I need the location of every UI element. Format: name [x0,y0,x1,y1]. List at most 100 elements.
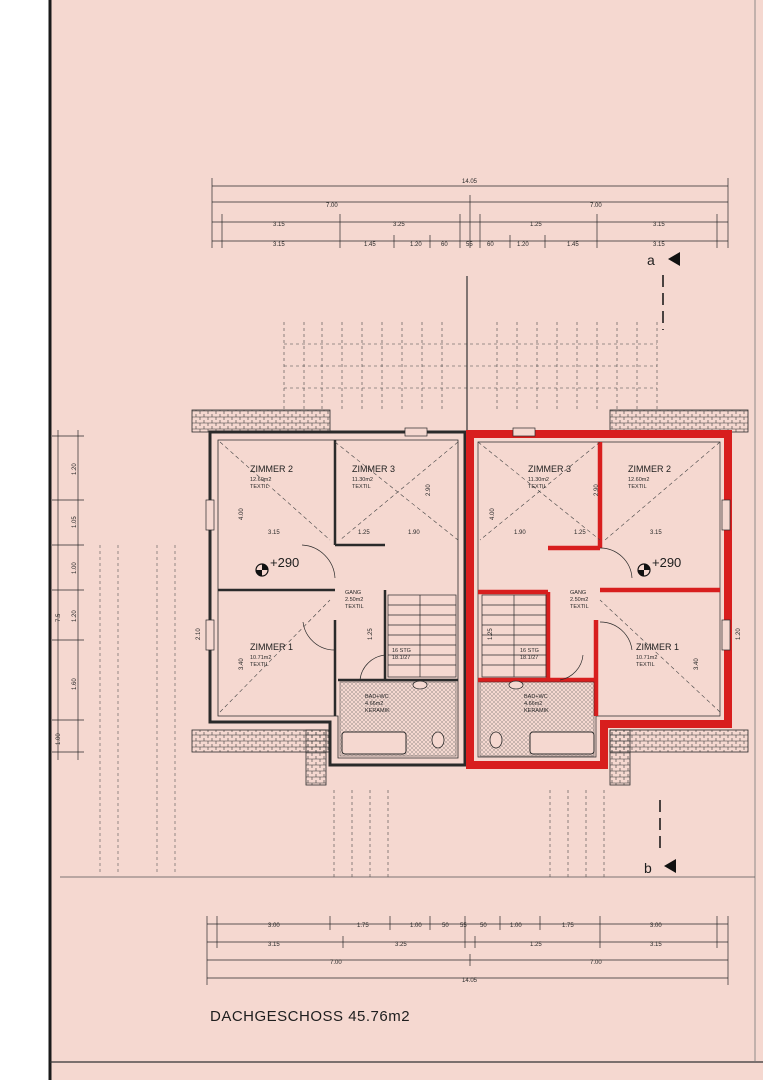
inner-dimension-labels: 4.00 3.15 1.25 1.90 2.90 3.40 4.00 3.15 … [196,484,742,670]
dim-top3-d: 60 [441,242,448,248]
room-right-zimmer2: ZIMMER 2 [628,464,671,474]
room-left-bad-area: 4.66m2 [365,701,383,707]
room-left-bad: BAD+WC [365,694,389,700]
dim-left-total: 7.5 [56,613,62,622]
dim-bot2-a: 3.15 [268,942,280,948]
dim-left-b: 1.05 [72,516,78,528]
dim-left-f: 1.00 [56,733,62,745]
dim-bot1-i: 3.00 [650,923,662,929]
dim-bot2-d: 3.15 [650,942,662,948]
section-marker-b: b [644,800,676,876]
dim-inner-side-right: 1.20 [736,628,742,640]
room-right-stairs-rise: 18.1/27 [520,655,538,661]
room-left-gang-floor: TEXTIL [345,604,364,610]
dim-bot1-a: 3.00 [268,923,280,929]
room-right-zimmer1-area: 10.71m2 [636,655,657,661]
dim-bot1-b: 1.75 [357,923,369,929]
dormer-right-brick [609,729,631,786]
room-left-stairs: 16 STG [392,648,411,654]
stairs-left [387,594,457,678]
room-right-zimmer3-floor: TEXTIL [528,484,547,490]
sink-right [508,680,524,690]
rafter-grid-bottom [333,790,605,880]
dim-bot-half-left: 7.00 [330,960,342,966]
dim-top3-f: 60 [487,242,494,248]
room-left-zimmer2-floor: TEXTIL [250,484,269,490]
dim-top-half-right: 7.00 [590,203,602,209]
room-right-bad-area: 4.66m2 [524,701,542,707]
dim-left-d: 1.20 [72,610,78,622]
left-dimensions [52,430,84,760]
dim-bot-half-right: 7.00 [590,960,602,966]
dim-top3-b: 1.45 [364,242,376,248]
eave-bottom-right [609,729,749,753]
toilet-left [431,731,445,749]
room-left-stairs-rise: 18.1/27 [392,655,410,661]
level-right-label: +290 [652,555,681,570]
room-right-bad: BAD+WC [524,694,548,700]
level-marker-left: +290 [255,555,299,577]
dim-bot-total: 14.05 [462,978,478,984]
dim-bot2-b: 3.25 [395,942,407,948]
bathtub-right [529,731,595,755]
dim-inner-stair-left: 1.25 [368,628,374,640]
eave-top-left [191,409,331,433]
room-left-gang-area: 2.50m2 [345,597,363,603]
stairs-right [481,594,547,678]
dim-top3-g: 1.20 [517,242,529,248]
dim-bot1-h: 1.75 [562,923,574,929]
room-left-zimmer1-floor: TEXTIL [250,662,269,668]
room-left-zimmer3-floor: TEXTIL [352,484,371,490]
room-left-zimmer1-area: 10.71m2 [250,655,271,661]
right-unit-walls-highlight [466,430,732,769]
room-right-gang-area: 2.50m2 [570,597,588,603]
room-right-zimmer1: ZIMMER 1 [636,642,679,652]
dim-bot1-d: 50 [442,923,449,929]
dim-inner-stair-right: 1.25 [488,628,494,640]
room-right-zimmer1-floor: TEXTIL [636,662,655,668]
room-labels-left: ZIMMER 2 12.60m2 TEXTIL ZIMMER 3 11.30m2… [250,464,411,714]
dim-bot2-c: 1.25 [530,942,542,948]
level-marker-right: +290 [637,555,681,577]
dim-bot1-e: 55 [460,923,467,929]
room-right-zimmer3-area: 11.30m2 [528,477,549,483]
dormer-left-brick [305,729,327,786]
dim-inner-z1h-left: 3.40 [239,658,245,670]
top-dimension-labels: 14.05 7.00 7.00 3.15 3.25 1.25 3.15 3.15… [273,179,665,248]
sink-left [412,680,428,690]
dim-left-a: 1.20 [72,463,78,475]
drawing-title: DACHGESCHOSS 45.76m2 [210,1008,410,1025]
dim-inner-z3h-right: 2.90 [594,484,600,496]
toilet-right [489,731,503,749]
dim-top-half-left: 7.00 [326,203,338,209]
room-right-zimmer3: ZIMMER 3 [528,464,571,474]
room-right-zimmer2-floor: TEXTIL [628,484,647,490]
dim-left-e: 1.60 [72,678,78,690]
room-right-bad-floor: KERAMIK [524,708,549,714]
dim-inner-z3h-left: 2.90 [426,484,432,496]
dim-top2-d: 3.15 [653,222,665,228]
room-left-zimmer1: ZIMMER 1 [250,642,293,652]
dim-top3-e: 55 [466,242,473,248]
dim-top2-a: 3.15 [273,222,285,228]
dim-top2-b: 3.25 [393,222,405,228]
dim-top3-i: 3.15 [653,242,665,248]
bottom-dimension-labels: 3.00 1.75 1.00 50 55 50 1.00 1.75 3.00 3… [268,923,662,984]
dim-inner-width-left: 3.15 [268,530,280,536]
dim-top3-h: 1.45 [567,242,579,248]
dim-bot1-c: 1.00 [410,923,422,929]
left-dimension-labels: 7.5 1.20 1.05 1.00 1.20 1.60 1.00 [56,463,78,745]
dim-inner-gang-right: 1.90 [514,530,526,536]
room-right-gang-floor: TEXTIL [570,604,589,610]
dim-top2-c: 1.25 [530,222,542,228]
room-left-zimmer3-area: 11.30m2 [352,477,373,483]
rafter-grid-top [283,322,658,410]
dim-bot1-f: 50 [480,923,487,929]
room-labels-right: ZIMMER 3 11.30m2 TEXTIL ZIMMER 2 12.60m2… [520,464,679,714]
dim-left-c: 1.00 [72,562,78,574]
building-shell [191,409,749,786]
dim-inner-mid-right: 1.25 [574,530,586,536]
dim-inner-width-right: 3.15 [650,530,662,536]
dim-top3-c: 1.20 [410,242,422,248]
